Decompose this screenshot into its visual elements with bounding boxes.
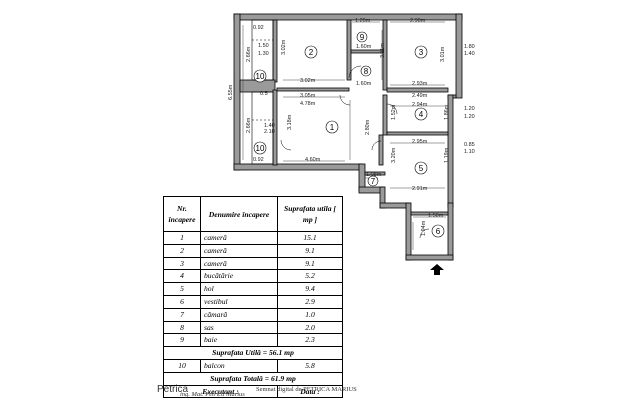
- header-area: Suprafata utila [ mp ]: [277, 196, 343, 232]
- room-number: 7: [371, 177, 376, 186]
- dim-label: 1.20: [464, 114, 475, 120]
- dim-label: 2.80m: [365, 119, 371, 135]
- room-number: 6: [436, 227, 441, 236]
- dim-label: 2.90m: [410, 18, 426, 24]
- total-area-row: Suprafata Totală = 61.9 mp: [163, 371, 343, 386]
- room-number: 4: [419, 110, 424, 119]
- dim-label: 1.30: [258, 51, 269, 57]
- dim-label: 4.78m: [300, 101, 316, 107]
- signature-name: ing. Mat. Petrica Marius: [180, 391, 245, 398]
- signature-watermark: Petrica: [157, 384, 189, 395]
- room-number: 10: [256, 72, 265, 81]
- room-number: 1: [330, 123, 335, 132]
- room-number: 8: [364, 67, 369, 76]
- dim-label: 1.80: [464, 44, 475, 50]
- dim-label: 1.40: [264, 123, 275, 129]
- dim-label: 2.95m: [412, 139, 428, 145]
- dim-label: 1.86m: [444, 104, 450, 120]
- dim-label: 2.49m: [412, 93, 428, 99]
- room-number: 2: [309, 48, 314, 57]
- dim-label: 1.50m: [428, 213, 444, 219]
- dim-label: 0.5: [260, 91, 268, 97]
- room-markers: [253, 31, 445, 238]
- dim-label: 0.85: [464, 142, 475, 148]
- dim-label: 1.60m: [356, 81, 372, 87]
- dim-label: 1.08m: [366, 172, 382, 178]
- dim-label: 3.01m: [440, 46, 446, 62]
- useful-area-row: Suprafata Utilă = 56.1 mp: [163, 346, 343, 360]
- dim-label: 1.10: [464, 149, 475, 155]
- dim-label: 1.60m: [356, 44, 372, 50]
- dim-label: 0.92: [253, 157, 264, 163]
- room-number: 10: [256, 144, 265, 153]
- room-number: 3: [419, 48, 424, 57]
- room-number: 5: [419, 164, 424, 173]
- dim-label: 1.50: [258, 43, 269, 49]
- dim-label: 3.20m: [391, 147, 397, 163]
- entrance-arrow-icon: [430, 264, 444, 275]
- dim-label: 3.02m: [281, 39, 287, 55]
- dim-label: 0.92: [253, 25, 264, 31]
- dim-label: 2.93m: [412, 81, 428, 87]
- dim-label: 2.66m: [246, 46, 252, 62]
- executant-row: Executant :Data :: [163, 384, 343, 399]
- dim-label: 4.60m: [305, 157, 321, 163]
- room-number: 9: [360, 33, 365, 42]
- digital-signature-note: Semnat digital de PETRICA MARIUS: [256, 386, 357, 393]
- dim-label: 1.20m: [355, 18, 371, 24]
- dim-label: 3.11m: [380, 43, 386, 58]
- dim-label: 3.18m: [287, 114, 293, 130]
- dim-label: 2.66m: [246, 117, 252, 133]
- header-nr: Nr. încapere: [163, 196, 201, 232]
- dim-label: 3.02m: [300, 78, 316, 84]
- dim-label: 1.20: [464, 106, 475, 112]
- dim-label: 1.19m: [444, 147, 450, 163]
- dim-label: 1.40: [464, 51, 475, 57]
- rooms-table: Nr. încapere Denumire încapere Suprafata…: [163, 196, 343, 399]
- dim-label: 2.94m: [412, 102, 428, 108]
- header-name: Denumire încapere: [200, 196, 278, 232]
- dim-label: 1.94m: [421, 220, 427, 236]
- dim-label: 3.05m: [300, 93, 316, 99]
- dim-label: 6.55m: [228, 84, 234, 100]
- dim-label: 2.91m: [412, 186, 428, 192]
- dim-label: 1.52m: [391, 104, 397, 120]
- dim-label: 2.10: [264, 129, 275, 135]
